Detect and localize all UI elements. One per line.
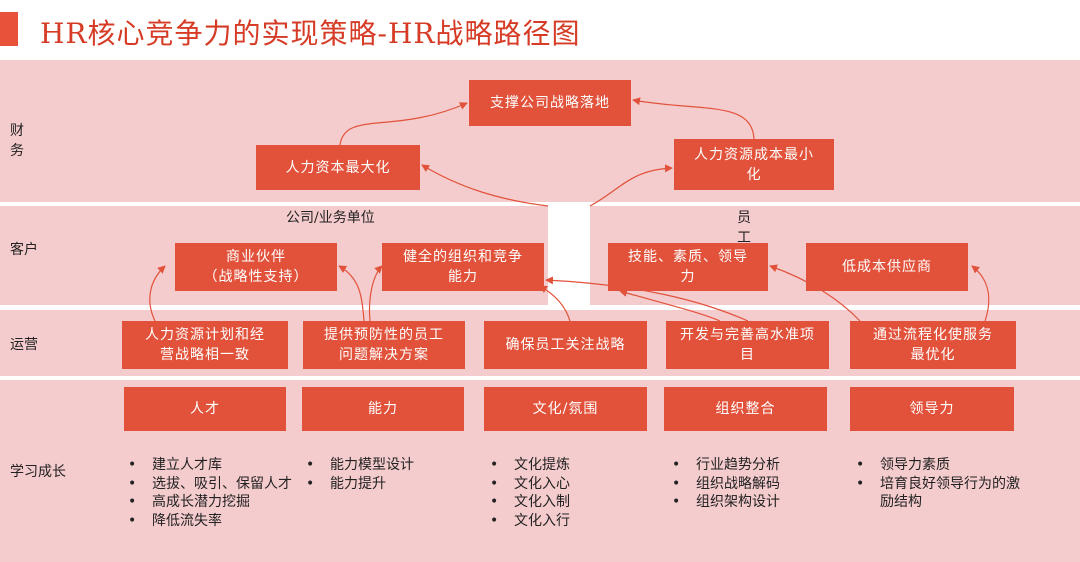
- list-item: 能力提升: [302, 475, 462, 494]
- list-item: 能力模型设计: [302, 456, 462, 475]
- learning-header-talent: 人才: [124, 387, 286, 431]
- list-item: 领导力素质: [852, 456, 1027, 475]
- customer-box-organization: 健全的组织和竞争能力: [382, 243, 544, 291]
- learning-list-talent: 建立人才库 选拔、吸引、保留人才 高成长潜力挖掘 降低流失率: [124, 456, 294, 530]
- band-gap: [548, 202, 590, 306]
- list-item: 文化入心: [486, 475, 646, 494]
- learning-list-leadership: 领导力素质 培育良好领导行为的激励结构: [852, 456, 1027, 512]
- learning-header-culture: 文化/氛围: [484, 387, 647, 431]
- list-item: 建立人才库: [124, 456, 294, 475]
- customer-box-low-cost: 低成本供应商: [806, 243, 968, 291]
- list-item: 培育良好领导行为的激励结构: [852, 475, 1027, 512]
- row-label-customer: 客户: [10, 242, 38, 258]
- row-label-finance: 财 务: [10, 123, 24, 159]
- list-item: 文化提炼: [486, 456, 646, 475]
- row-label-learning: 学习成长: [10, 464, 66, 480]
- page-title: HR核心竞争力的实现策略-HR战略路径图: [40, 17, 581, 50]
- operation-box-preventive: 提供预防性的员工问题解决方案: [303, 321, 465, 369]
- learning-list-ability: 能力模型设计 能力提升: [302, 456, 462, 493]
- operation-box-programs: 开发与完善高水准项目: [666, 321, 829, 369]
- learning-list-culture: 文化提炼 文化入心 文化入制 文化入行: [486, 456, 646, 530]
- list-item: 行业趋势分析: [668, 456, 838, 475]
- list-item: 组织架构设计: [668, 493, 838, 512]
- row-label-operation: 运营: [10, 337, 38, 353]
- note-company-unit: 公司/业务单位: [286, 210, 375, 226]
- operation-box-process: 通过流程化使服务最优化: [850, 321, 1016, 369]
- list-item: 降低流失率: [124, 512, 294, 531]
- customer-box-business-partner: 商业伙伴 （战略性支持）: [175, 243, 337, 291]
- list-item: 高成长潜力挖掘: [124, 493, 294, 512]
- finance-top-box: 支撑公司战略落地: [469, 80, 631, 126]
- customer-box-skills: 技能、素质、领导力: [608, 243, 768, 291]
- list-item: 组织战略解码: [668, 475, 838, 494]
- list-item: 文化入行: [486, 512, 646, 531]
- learning-list-org: 行业趋势分析 组织战略解码 组织架构设计: [668, 456, 838, 512]
- learning-header-leadership: 领导力: [850, 387, 1014, 431]
- finance-right-box: 人力资源成本最小化: [674, 139, 834, 190]
- note-employee: 员 工: [737, 210, 751, 246]
- learning-header-ability: 能力: [302, 387, 464, 431]
- list-item: 选拔、吸引、保留人才: [124, 475, 294, 494]
- finance-left-box: 人力资本最大化: [256, 145, 420, 190]
- learning-header-org: 组织整合: [664, 387, 827, 431]
- operation-box-focus: 确保员工关注战略: [484, 321, 647, 369]
- title-accent-bar: [0, 12, 18, 46]
- operation-box-planning: 人力资源计划和经营战略相一致: [122, 321, 288, 369]
- list-item: 文化入制: [486, 493, 646, 512]
